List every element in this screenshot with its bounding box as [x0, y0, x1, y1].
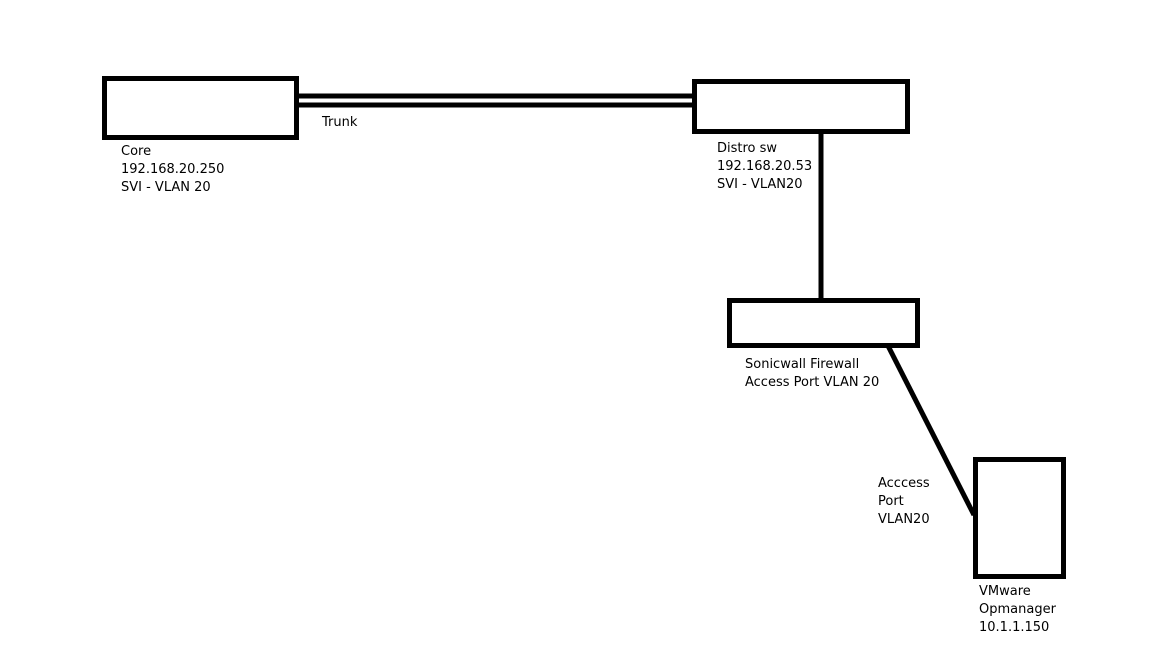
vmware-name: VMware	[979, 584, 1031, 599]
access-port-line2: Port	[878, 494, 904, 509]
distro-name: Distro sw	[717, 141, 778, 156]
firewall-label: Sonicwall Firewall Access Port VLAN 20	[745, 356, 879, 392]
access-port-line3: VLAN20	[878, 512, 930, 527]
access-port-line1: Acccess	[878, 476, 930, 491]
core-name: Core	[121, 144, 152, 159]
trunk-label: Trunk	[322, 114, 357, 132]
vmware-app: Opmanager	[979, 602, 1056, 617]
core-ip: 192.168.20.250	[121, 162, 225, 177]
distro-switch-node	[692, 79, 910, 134]
trunk-label-text: Trunk	[322, 115, 358, 130]
core-svi: SVI - VLAN 20	[121, 180, 211, 195]
access-port-label: Acccess Port VLAN20	[878, 475, 930, 529]
distro-ip: 192.168.20.53	[717, 159, 813, 174]
firewall-port: Access Port VLAN 20	[745, 375, 880, 390]
sonicwall-firewall-node	[727, 298, 920, 348]
distro-switch-label: Distro sw 192.168.20.53 SVI - VLAN20	[717, 140, 812, 194]
core-switch-node	[102, 76, 299, 140]
firewall-name: Sonicwall Firewall	[745, 357, 860, 372]
firewall-vmware-link	[879, 332, 977, 517]
vmware-label: VMware Opmanager 10.1.1.150	[979, 583, 1056, 637]
vmware-ip: 10.1.1.150	[979, 620, 1050, 635]
core-switch-label: Core 192.168.20.250 SVI - VLAN 20	[121, 143, 224, 197]
distro-svi: SVI - VLAN20	[717, 177, 803, 192]
vmware-server-node	[973, 457, 1066, 579]
